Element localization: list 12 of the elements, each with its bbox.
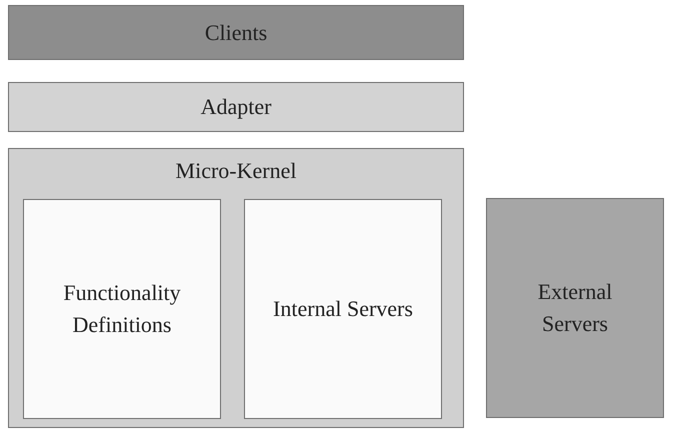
layer-band	[8, 82, 464, 132]
component-box	[244, 199, 442, 419]
container-box	[8, 148, 464, 428]
box-label: Internal Servers	[273, 295, 413, 324]
component-box	[23, 199, 221, 419]
box-label: External Servers	[536, 278, 614, 338]
component-box	[486, 198, 664, 418]
layer-band	[8, 5, 464, 60]
box-label: Adapter	[200, 93, 272, 122]
box-label: Clients	[204, 18, 268, 47]
container-title: Micro-Kernel	[176, 157, 296, 185]
box-label: Functionality Definitions	[62, 279, 182, 339]
